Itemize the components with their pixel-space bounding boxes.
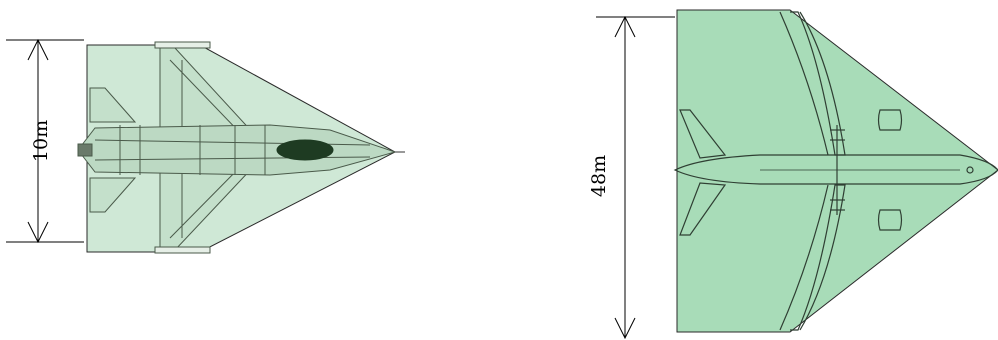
airliner-icon <box>673 11 998 331</box>
right-dimension-marker <box>596 15 675 340</box>
right-dimension-label: 48m <box>588 155 610 197</box>
fighter-cockpit <box>276 139 334 161</box>
fighter-jet-icon <box>77 41 405 254</box>
left-dimension-marker <box>6 38 84 244</box>
left-dimension-label: 10m <box>30 120 52 162</box>
left-panel: 10m <box>6 38 405 254</box>
right-panel: 48m <box>588 9 998 340</box>
